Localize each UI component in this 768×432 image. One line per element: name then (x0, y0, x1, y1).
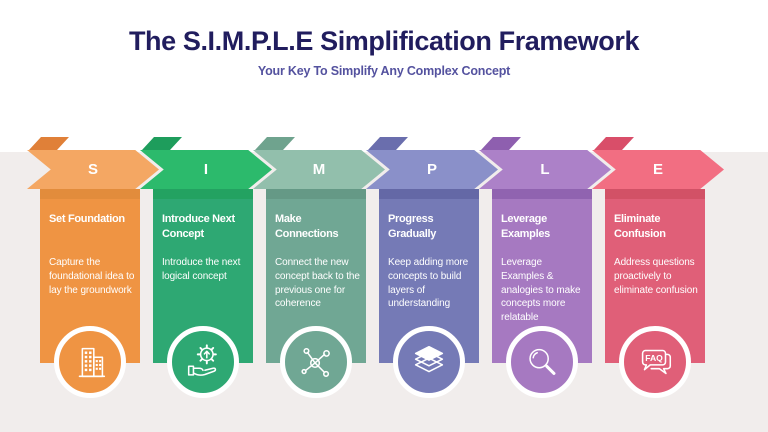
step-progress-gradually: P Progress Gradually Keep adding more co… (366, 137, 498, 417)
step-icon-badge (167, 326, 239, 398)
step-icon-badge (506, 326, 578, 398)
step-heading: Set Foundation (49, 213, 125, 225)
step-letter: L (540, 161, 550, 178)
svg-text:FAQ: FAQ (645, 353, 663, 363)
step-icon-badge (280, 326, 352, 398)
step-column: Make Connections Connect the new concept… (266, 199, 366, 363)
network-icon (301, 347, 330, 377)
column-top-shade (266, 189, 366, 199)
step-set-foundation: S Set Foundation Capture the foundationa… (27, 137, 159, 417)
step-leverage-examples: L Leverage Examples Leverage Examples & … (479, 137, 611, 417)
step-body: Introduce the next logical concept (162, 257, 241, 282)
idea-gear-hand-icon (187, 344, 217, 376)
arrow-fold (29, 137, 69, 150)
step-heading: Progress Gradually (388, 213, 437, 240)
step-letter: E (652, 161, 663, 178)
header: The S.I.M.P.L.E Simplification Framework… (0, 0, 768, 78)
arrow-banner: E (592, 150, 724, 189)
layers-icon (414, 345, 444, 373)
step-body: Leverage Examples & analogies to make co… (501, 257, 581, 324)
step-letter: I (203, 161, 209, 178)
column-top-shade (605, 189, 705, 199)
column-top-shade (40, 189, 140, 199)
column-top-shade (153, 189, 253, 199)
step-eliminate-confusion: E Eliminate Confusion Address questions … (592, 137, 724, 417)
arrow-fold (142, 137, 182, 150)
page-title: The S.I.M.P.L.E Simplification Framework (128, 26, 640, 56)
step-body: Keep adding more concepts to build layer… (388, 257, 469, 310)
step-introduce-next-concept: I Introduce Next Concept Introduce the n… (140, 137, 272, 417)
step-body: Address questions proactively to elimina… (614, 257, 698, 296)
step-icon-badge: FAQ (619, 326, 691, 398)
step-make-connections: M Make Connections Connect the new conce… (253, 137, 385, 417)
step-letter: P (426, 161, 437, 178)
faq-icon: FAQ (641, 349, 672, 375)
arrow-fold (255, 137, 295, 150)
step-icon-badge (54, 326, 126, 398)
step-heading: Eliminate Confusion (614, 213, 666, 240)
arrow-fold (368, 137, 408, 150)
step-heading: Introduce Next Concept (162, 213, 235, 240)
step-body: Capture the foundational idea to lay the… (49, 257, 135, 296)
arrow-fold (481, 137, 521, 150)
step-letter: S (87, 161, 98, 178)
step-heading: Make Connections (275, 213, 339, 240)
building-icon (78, 347, 106, 378)
step-body: Connect the new concept back to the prev… (275, 257, 360, 310)
step-icon-badge (393, 326, 465, 398)
arrow-fold (594, 137, 634, 150)
page-subtitle: Your Key To Simplify Any Complex Concept (257, 64, 511, 78)
step-heading: Leverage Examples (501, 213, 550, 240)
step-letter: M (312, 161, 326, 178)
magnifier-icon (529, 348, 556, 375)
column-top-shade (379, 189, 479, 199)
column-top-shade (492, 189, 592, 199)
